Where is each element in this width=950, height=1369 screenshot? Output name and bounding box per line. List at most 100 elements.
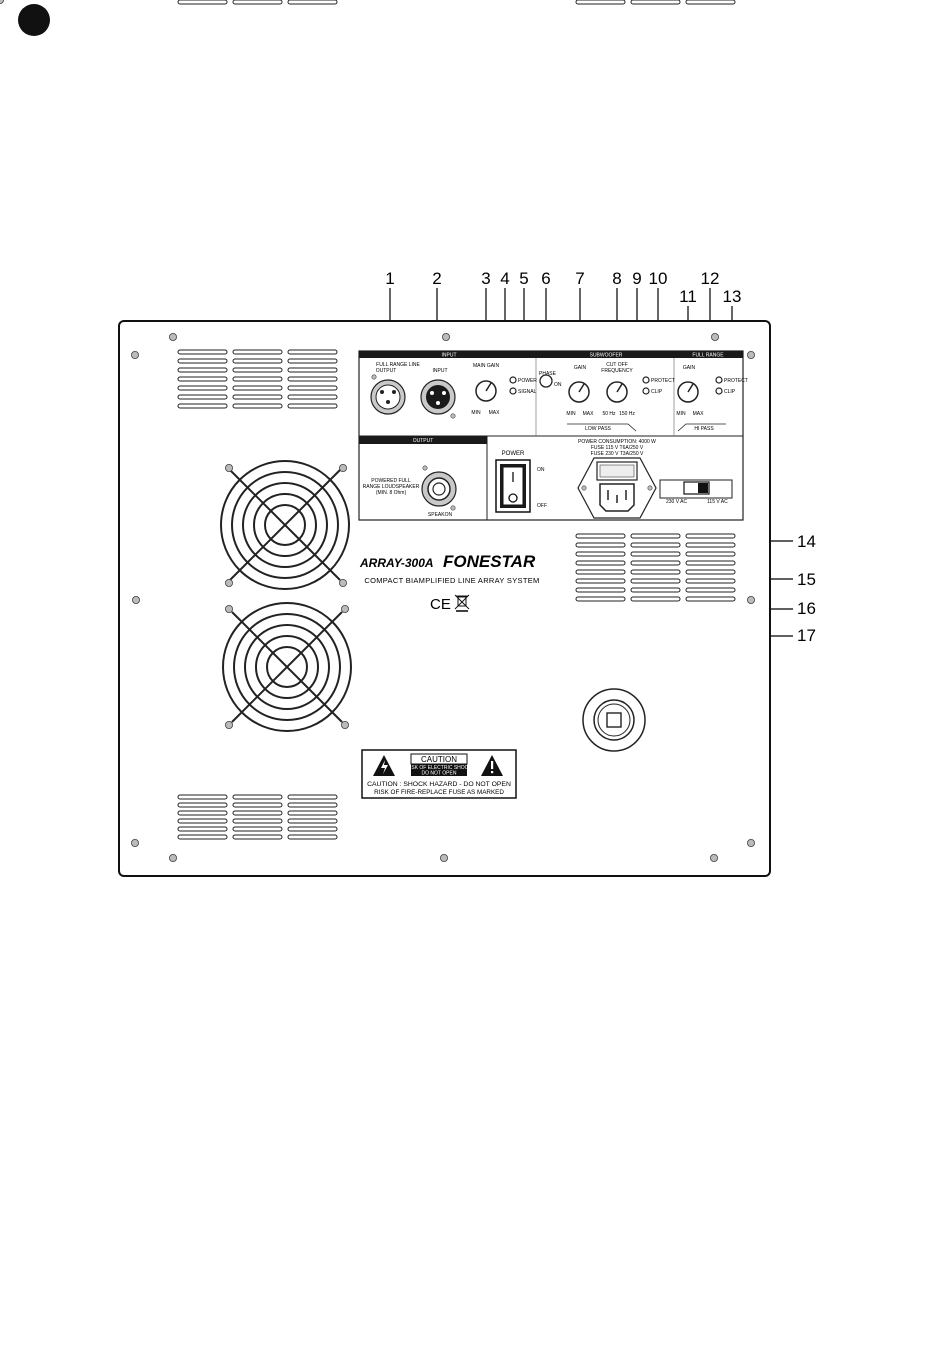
screw bbox=[747, 839, 755, 847]
iec-power-inlet[interactable] bbox=[577, 457, 657, 519]
frequency-label: FREQUENCY bbox=[601, 368, 633, 374]
electric-shock-warning-icon bbox=[373, 755, 395, 776]
sub-gain-label: GAIN bbox=[574, 365, 587, 371]
branding: ARRAY-300A FONESTAR COMPACT BIAMPLIFIED … bbox=[359, 552, 539, 613]
full-range-protect-led bbox=[715, 376, 723, 384]
hi-pass-label: HI PASS bbox=[694, 426, 714, 432]
freq-low-label: 50 Hz bbox=[602, 411, 616, 417]
vent-grille-top-left bbox=[177, 0, 338, 409]
callout-16: 16 bbox=[797, 599, 816, 618]
caution-line2: RISK OF FIRE-REPLACE FUSE AS MARKED bbox=[374, 789, 504, 796]
screw bbox=[168, 854, 178, 862]
callout-7: 7 bbox=[575, 269, 584, 288]
sub-protect-label: PROTECT bbox=[651, 378, 675, 384]
callout-4: 4 bbox=[500, 269, 509, 288]
vent-grille-right bbox=[575, 0, 736, 602]
full-range-max: MAX bbox=[693, 411, 705, 417]
full-range-clip-led bbox=[715, 387, 723, 395]
screw bbox=[747, 596, 755, 604]
voltage-230-label: 230 V AC bbox=[666, 499, 688, 505]
cut-off-frequency-knob[interactable] bbox=[606, 381, 628, 403]
full-range-clip-label: CLIP bbox=[724, 389, 736, 395]
speakon-output-connector[interactable] bbox=[421, 471, 457, 507]
model-name: ARRAY-300A bbox=[359, 556, 434, 570]
caution-line1: CAUTION : SHOCK HAZARD - DO NOT OPEN bbox=[367, 781, 511, 788]
full-range-line-label: FULL RANGE LINE bbox=[376, 362, 420, 368]
signal-led bbox=[509, 387, 517, 395]
power-led-label: POWER bbox=[518, 378, 537, 384]
callout-12: 12 bbox=[701, 269, 720, 288]
power-led bbox=[509, 376, 517, 384]
callout-1: 1 bbox=[385, 269, 394, 288]
caution-label: CAUTION RISK OF ELECTRIC SHOCK DO NOT OP… bbox=[361, 749, 517, 799]
caution-risk-line2: DO NOT OPEN bbox=[422, 771, 457, 777]
power-on-label: ON bbox=[537, 467, 545, 473]
product-subtitle: COMPACT BIAMPLIFIED LINE ARRAY SYSTEM bbox=[364, 576, 539, 585]
sub-clip-label: CLIP bbox=[651, 389, 663, 395]
power-consumption-label: POWER CONSUMPTION: 4000 W bbox=[578, 439, 656, 445]
power-switch[interactable] bbox=[495, 459, 531, 513]
output-label-line1: POWERED FULL bbox=[371, 478, 411, 484]
sub-protect-led bbox=[642, 376, 650, 384]
screw bbox=[131, 596, 141, 604]
ce-mark: CE bbox=[430, 596, 451, 613]
phase-button[interactable] bbox=[539, 374, 553, 388]
screw bbox=[710, 854, 718, 862]
callout-2: 2 bbox=[432, 269, 441, 288]
xlr-input-label: INPUT bbox=[433, 368, 448, 374]
main-gain-min: MIN bbox=[471, 410, 481, 416]
main-gain-max: MAX bbox=[489, 410, 501, 416]
weee-bin-icon bbox=[454, 594, 470, 612]
callout-10: 10 bbox=[649, 269, 668, 288]
xlr-output-connector[interactable] bbox=[370, 379, 406, 415]
phase-label: PHASE bbox=[539, 371, 557, 377]
screw bbox=[441, 332, 451, 342]
callout-numbers: 1 2 3 4 5 6 7 8 9 10 11 12 13 14 15 16 1… bbox=[385, 269, 816, 645]
main-gain-knob[interactable] bbox=[475, 380, 497, 402]
caution-risk-line1: RISK OF ELECTRIC SHOCK bbox=[406, 765, 472, 771]
output-label-line3: (MIN. 8 Ohm) bbox=[376, 490, 407, 496]
output-section-header: OUTPUT bbox=[413, 438, 434, 444]
speakon-label: SPEAKON bbox=[428, 512, 453, 518]
callout-17: 17 bbox=[797, 626, 816, 645]
phase-on-label: ON bbox=[554, 382, 562, 388]
voltage-115-label: 115 V AC bbox=[707, 499, 728, 505]
fan-grille-bottom bbox=[222, 602, 352, 732]
callout-3: 3 bbox=[481, 269, 490, 288]
full-range-protect-label: PROTECT bbox=[724, 378, 748, 384]
fan-grille-top bbox=[220, 460, 350, 590]
main-gain-label: MAIN GAIN bbox=[473, 363, 500, 369]
sub-clip-led bbox=[642, 387, 650, 395]
screw bbox=[168, 332, 178, 342]
input-section-header: INPUT bbox=[442, 353, 457, 359]
callout-8: 8 bbox=[612, 269, 621, 288]
callout-13: 13 bbox=[723, 287, 742, 306]
full-range-min: MIN bbox=[676, 411, 686, 417]
callout-11: 11 bbox=[679, 287, 697, 306]
screw bbox=[711, 332, 719, 342]
panel-screws bbox=[0, 0, 755, 862]
callout-15: 15 bbox=[797, 570, 816, 589]
callout-9: 9 bbox=[632, 269, 641, 288]
brand-logo: FONESTAR bbox=[443, 552, 536, 571]
callout-5: 5 bbox=[519, 269, 528, 288]
control-panel: INPUT SUBWOOFER FULL RANGE OUTPUT FULL R… bbox=[358, 350, 748, 521]
voltage-selector-switch[interactable] bbox=[659, 479, 733, 499]
fuse-230-label: FUSE 230 V T3A/250 V bbox=[591, 451, 644, 457]
sub-gain-min: MIN bbox=[566, 411, 576, 417]
xlr-input-connector[interactable] bbox=[420, 379, 456, 415]
caution-title: CAUTION bbox=[421, 755, 457, 764]
freq-high-label: 150 Hz bbox=[619, 411, 635, 417]
power-off-label: OFF bbox=[537, 503, 547, 509]
low-pass-label: LOW PASS bbox=[585, 426, 611, 432]
screw bbox=[130, 350, 140, 360]
pole-mount-socket bbox=[582, 688, 646, 752]
full-range-gain-knob[interactable] bbox=[677, 381, 699, 403]
sub-gain-max: MAX bbox=[583, 411, 595, 417]
power-switch-label: POWER bbox=[502, 451, 525, 457]
fuse-115-label: FUSE 115 V T6A/250 V bbox=[591, 445, 644, 451]
sub-gain-knob[interactable] bbox=[568, 381, 590, 403]
subwoofer-section-header: SUBWOOFER bbox=[590, 353, 623, 359]
callout-6: 6 bbox=[541, 269, 550, 288]
